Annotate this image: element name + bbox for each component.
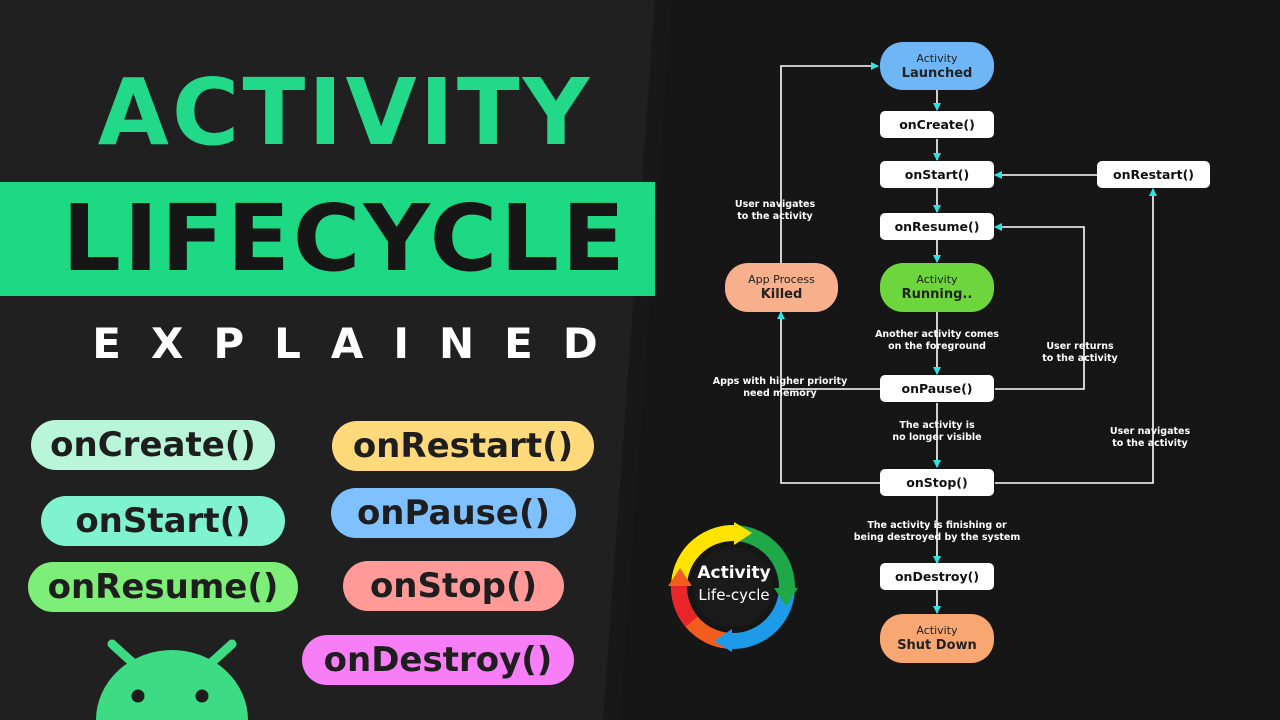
- node-ondestroy: onDestroy(): [880, 563, 994, 590]
- pill-onstop: onStop(): [343, 561, 564, 611]
- pill-oncreate: onCreate(): [31, 420, 275, 470]
- label-no-longer-visible: The activity is no longer visible: [892, 420, 982, 443]
- state-shutdown: Activity Shut Down: [880, 614, 994, 663]
- state-killed-small: App Process: [748, 273, 815, 286]
- node-onstart: onStart(): [880, 161, 994, 188]
- lifecycle-logo-icon: [668, 522, 798, 652]
- label-finishing: The activity is finishing or being destr…: [853, 520, 1021, 543]
- headline-lifecycle: LIFECYCLE: [62, 185, 628, 292]
- node-onstop: onStop(): [880, 469, 994, 496]
- headline-activity: ACTIVITY: [97, 59, 593, 166]
- state-killed-big: Killed: [760, 287, 803, 302]
- state-running-big: Running..: [901, 287, 973, 302]
- state-launched: Activity Launched: [880, 42, 994, 90]
- pill-ondestroy: onDestroy(): [302, 635, 574, 685]
- node-onpause: onPause(): [880, 375, 994, 402]
- label-another-activity: Another activity comes on the foreground: [875, 329, 999, 352]
- label-higher-priority: Apps with higher priority need memory: [712, 376, 848, 399]
- state-running: Activity Running..: [880, 263, 994, 312]
- logo-text-lifecycle: Life-cycle: [698, 586, 770, 604]
- state-killed: App Process Killed: [725, 263, 838, 312]
- state-launched-big: Launched: [901, 66, 973, 81]
- node-onrestart: onRestart(): [1097, 161, 1210, 188]
- pill-onresume: onResume(): [28, 562, 298, 612]
- label-user-navigates-left: User navigates to the activity: [734, 199, 816, 222]
- label-user-returns: User returns to the activity: [1042, 341, 1118, 364]
- headline-banner: [0, 182, 655, 296]
- logo-text-activity: Activity: [697, 563, 771, 583]
- headline-explained: EXPLAINED: [92, 319, 628, 368]
- state-launched-small: Activity: [916, 52, 958, 65]
- node-oncreate: onCreate(): [880, 111, 994, 138]
- label-user-navigates-right: User navigates to the activity: [1109, 426, 1191, 449]
- pill-onrestart: onRestart(): [332, 421, 594, 471]
- node-onresume: onResume(): [880, 213, 994, 240]
- state-running-small: Activity: [916, 273, 958, 286]
- android-robot-icon: [96, 639, 248, 720]
- state-shutdown-big: Shut Down: [897, 638, 977, 653]
- pill-onstart: onStart(): [41, 496, 285, 546]
- pill-onpause: onPause(): [331, 488, 576, 538]
- state-shutdown-small: Activity: [916, 624, 958, 637]
